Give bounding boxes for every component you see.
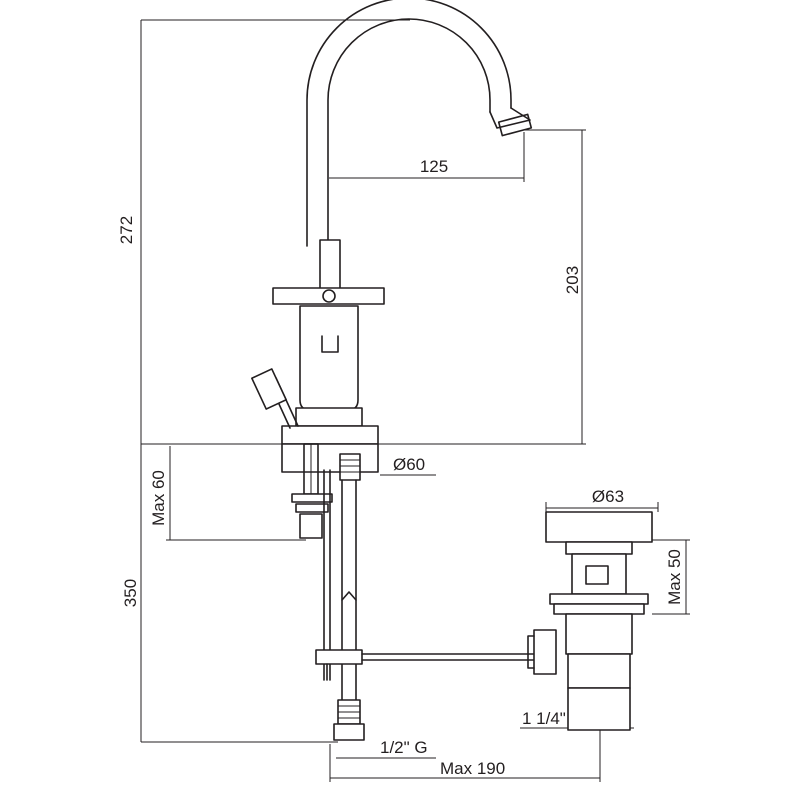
- waste-washer-2: [553, 603, 645, 615]
- overflow-slot: [585, 565, 609, 585]
- popup-lift-rod: [251, 368, 299, 429]
- label-203: 203: [563, 266, 582, 294]
- rod-clamp: [315, 649, 363, 665]
- base-flange: [281, 425, 379, 445]
- label-half-g: 1/2" G: [380, 738, 428, 757]
- waste-body-lower: [565, 613, 633, 655]
- body-collar: [295, 407, 363, 427]
- waste-body-upper: [571, 553, 627, 595]
- waste-tail-upper: [567, 653, 631, 689]
- hose-threaded-top: [339, 453, 361, 481]
- waste-cap: [545, 511, 653, 543]
- label-max50: Max 50: [665, 549, 684, 605]
- label-max60: Max 60: [149, 470, 168, 526]
- hose-nut: [333, 723, 365, 741]
- label-350: 350: [121, 579, 140, 607]
- handle-screw: [322, 289, 336, 303]
- spout-inner: [327, 18, 491, 247]
- spout-outer: [306, 0, 512, 247]
- base-under-deck: [281, 443, 379, 473]
- waste-flange: [565, 541, 633, 555]
- dimension-lines: [140, 19, 690, 782]
- label-o60: Ø60: [393, 455, 425, 474]
- dimension-labels: 272 125 203 Ø60 Max 60 350 Ø63 Max 50 1 …: [117, 157, 684, 778]
- hose-break: [341, 591, 357, 601]
- waste-washer: [549, 593, 649, 605]
- label-max190: Max 190: [440, 759, 505, 778]
- washer-2: [295, 503, 329, 513]
- spout-tip: [489, 107, 531, 129]
- waste-tail: [567, 687, 631, 731]
- valve-body: [299, 305, 359, 411]
- popup-waste: [527, 511, 653, 731]
- pivot-nut-detail: [527, 635, 535, 669]
- label-272: 272: [117, 216, 136, 244]
- valve-detail: [321, 335, 339, 353]
- label-1-1-4: 1 1/4": [522, 709, 566, 728]
- label-125: 125: [420, 157, 448, 176]
- fixing-nut: [299, 513, 323, 539]
- spout: [306, 0, 533, 247]
- faucet-body: [272, 239, 385, 445]
- washer: [291, 493, 333, 503]
- under-deck: [281, 443, 535, 741]
- aerator: [497, 113, 533, 137]
- pivot-nut: [533, 629, 557, 675]
- lift-rod-knob: [251, 368, 287, 410]
- label-o63: Ø63: [592, 487, 624, 506]
